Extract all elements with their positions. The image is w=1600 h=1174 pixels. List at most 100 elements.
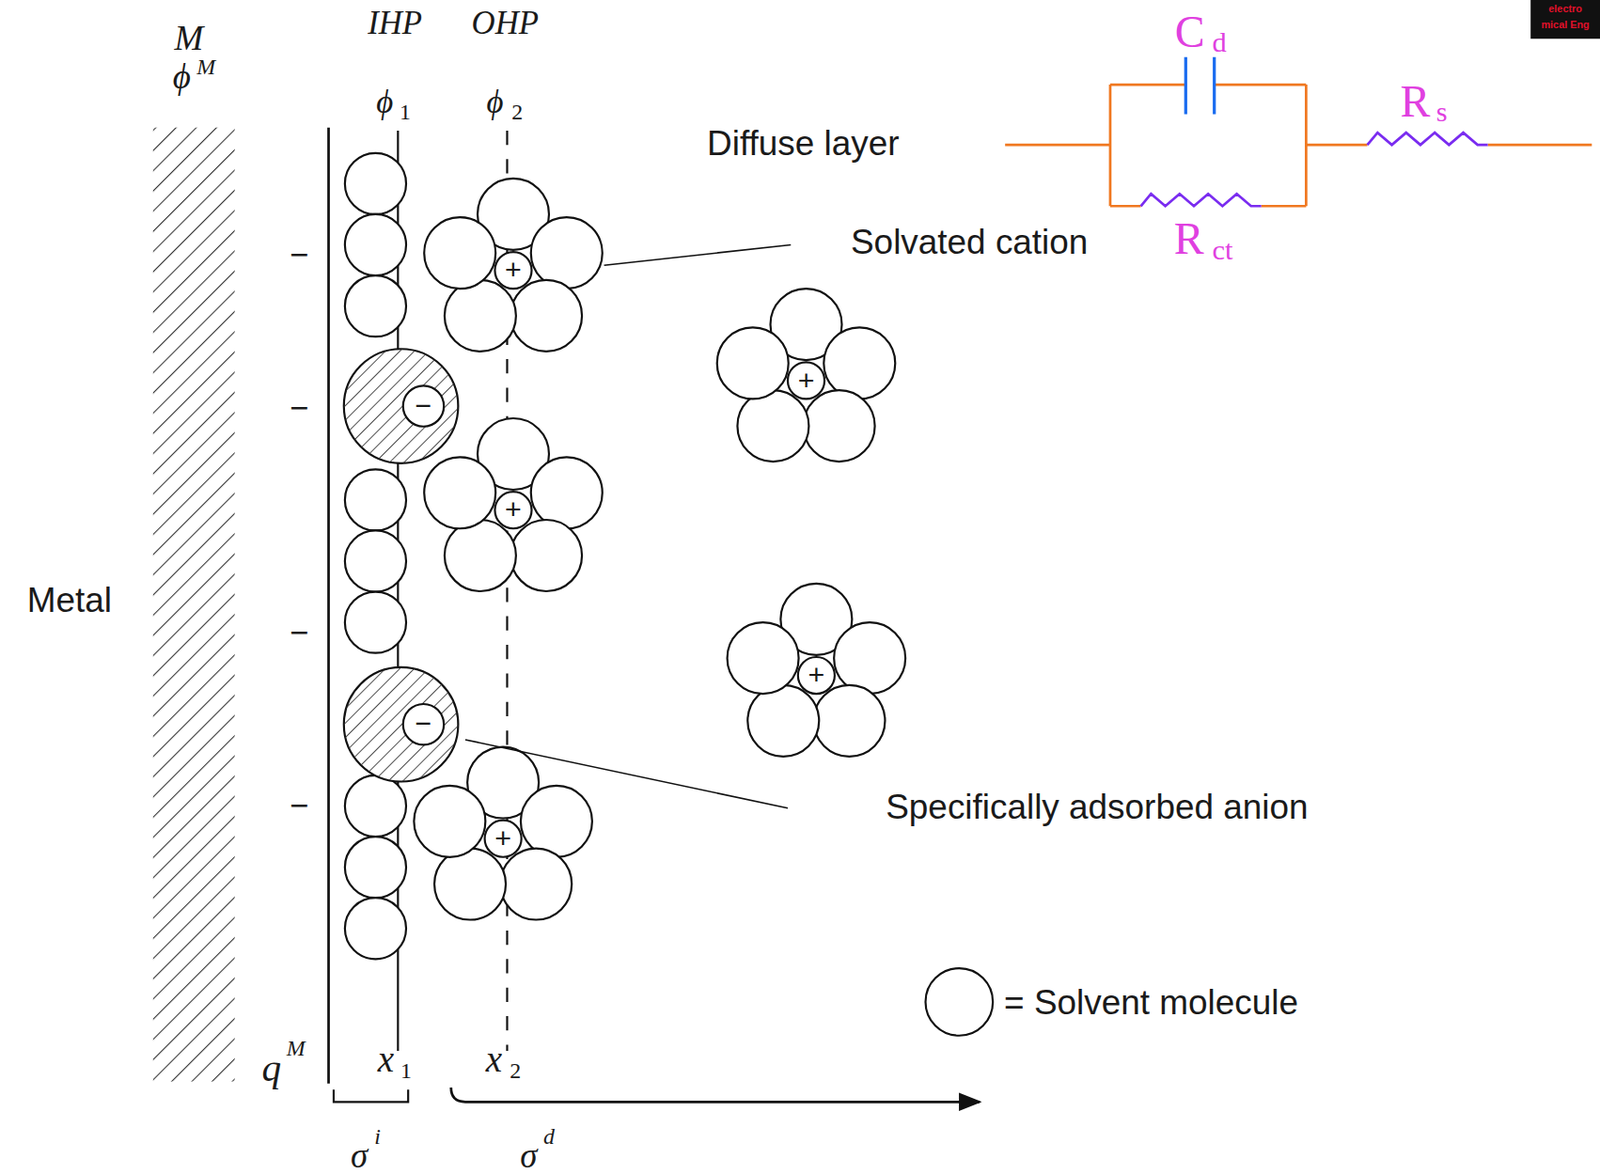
component-label: R bbox=[1400, 79, 1431, 126]
symbol: ϕ bbox=[172, 60, 191, 95]
solvent-molecule bbox=[531, 456, 603, 529]
charge-sign: − bbox=[289, 238, 309, 272]
region-label: Diffuse layer bbox=[706, 125, 899, 161]
logo-badge bbox=[1530, 0, 1600, 39]
charge-sign: + bbox=[504, 496, 522, 525]
solvent-molecule bbox=[500, 848, 572, 921]
solvated-cations bbox=[413, 178, 906, 921]
solvent-molecule bbox=[345, 469, 407, 531]
solvent-molecule bbox=[444, 519, 517, 592]
solvent-molecule bbox=[531, 217, 603, 289]
leader-line bbox=[465, 739, 788, 809]
solvated-cation bbox=[423, 418, 603, 592]
subscript: d bbox=[1212, 28, 1227, 57]
solvent-molecule bbox=[747, 685, 819, 757]
anion-hatching bbox=[344, 348, 459, 464]
symbol: ϕ bbox=[376, 85, 393, 119]
cation bbox=[485, 820, 522, 858]
component-label: R bbox=[1174, 217, 1205, 263]
symbol: σ bbox=[350, 1138, 368, 1174]
solvent-molecule bbox=[727, 622, 800, 694]
symbol: M bbox=[173, 21, 204, 57]
solvent-molecule bbox=[510, 280, 582, 352]
solvent-molecule bbox=[413, 785, 486, 858]
subscript: ct bbox=[1211, 235, 1233, 265]
solvent-molecule bbox=[345, 530, 407, 592]
superscript: d bbox=[543, 1125, 555, 1148]
logo-text: electro bbox=[1548, 3, 1583, 15]
legend-solvent-sample bbox=[925, 968, 994, 1036]
symbol: x bbox=[486, 1040, 502, 1078]
solvent-molecule bbox=[803, 390, 876, 462]
charge-sign: + bbox=[504, 255, 522, 284]
callout-label: Specifically adsorbed anion bbox=[885, 788, 1308, 824]
anion-shell bbox=[344, 667, 459, 783]
symbol: σ bbox=[519, 1138, 537, 1174]
subscript: 2 bbox=[509, 1060, 521, 1083]
solvent-molecule bbox=[444, 280, 517, 352]
solvent-molecule bbox=[423, 217, 496, 289]
solvent-molecule bbox=[717, 327, 789, 399]
superscript: i bbox=[374, 1125, 381, 1148]
solvent-molecule bbox=[345, 153, 407, 215]
logo-text: mical Eng bbox=[1540, 20, 1589, 32]
solvated-cation bbox=[413, 747, 593, 921]
solvent-molecule bbox=[345, 592, 407, 654]
charge-sign: − bbox=[289, 392, 309, 425]
callout-label: Solvated cation bbox=[850, 224, 1088, 260]
solvent-molecules bbox=[345, 153, 407, 960]
adsorbed-anions bbox=[344, 348, 459, 782]
solvent-molecule bbox=[434, 848, 506, 921]
cation bbox=[494, 491, 532, 529]
superscript: M bbox=[196, 56, 216, 79]
anion-core bbox=[403, 385, 444, 426]
charge-sign: − bbox=[289, 616, 309, 650]
solvent-molecule bbox=[345, 214, 407, 276]
sigma-i-bracket bbox=[333, 1089, 408, 1102]
sigma-d-arrow bbox=[451, 1087, 980, 1102]
legend-text: = Solvent molecule bbox=[1003, 984, 1299, 1020]
solvated-cation bbox=[423, 178, 603, 352]
plane-label: OHP bbox=[471, 6, 539, 40]
symbol: q bbox=[261, 1048, 282, 1087]
charge-sign: + bbox=[798, 366, 816, 395]
solvent-molecule bbox=[423, 456, 496, 529]
charge-sign: − bbox=[415, 392, 433, 421]
solvent-molecule bbox=[345, 897, 407, 959]
anion-hatching bbox=[344, 667, 459, 783]
equivalent-circuit bbox=[1004, 57, 1592, 206]
metal-hatching bbox=[153, 127, 236, 1083]
solvent-molecule bbox=[737, 390, 809, 462]
solvated-cation bbox=[717, 288, 896, 462]
anion-shell bbox=[344, 348, 459, 464]
cation bbox=[798, 657, 835, 694]
solvent-molecule bbox=[345, 836, 407, 898]
solvent-molecule bbox=[345, 775, 407, 837]
charge-sign: − bbox=[415, 709, 433, 738]
leader-line bbox=[604, 245, 792, 267]
anion-core bbox=[403, 704, 444, 745]
solvent-molecule bbox=[833, 622, 906, 694]
subscript: 2 bbox=[511, 100, 523, 124]
region-label: Metal bbox=[27, 582, 112, 618]
metal-surface bbox=[327, 127, 330, 1084]
subscript: 1 bbox=[400, 1060, 412, 1083]
cation bbox=[787, 361, 825, 399]
component-label: C bbox=[1175, 10, 1206, 56]
superscript: M bbox=[286, 1037, 306, 1061]
solvent-molecule bbox=[345, 275, 407, 337]
cation bbox=[494, 251, 532, 289]
charge-sign: − bbox=[289, 789, 309, 823]
plane-label: IHP bbox=[367, 6, 423, 40]
solvent-molecule bbox=[823, 327, 895, 399]
symbol: x bbox=[377, 1040, 394, 1078]
solvent-molecule bbox=[520, 785, 593, 858]
symbol: ϕ bbox=[486, 85, 503, 119]
charge-sign: + bbox=[807, 660, 825, 690]
solvent-molecule bbox=[813, 685, 885, 757]
charge-sign: + bbox=[494, 824, 512, 853]
subscript: s bbox=[1436, 97, 1448, 126]
subscript: 1 bbox=[399, 100, 411, 124]
solvent-molecule bbox=[510, 519, 582, 592]
